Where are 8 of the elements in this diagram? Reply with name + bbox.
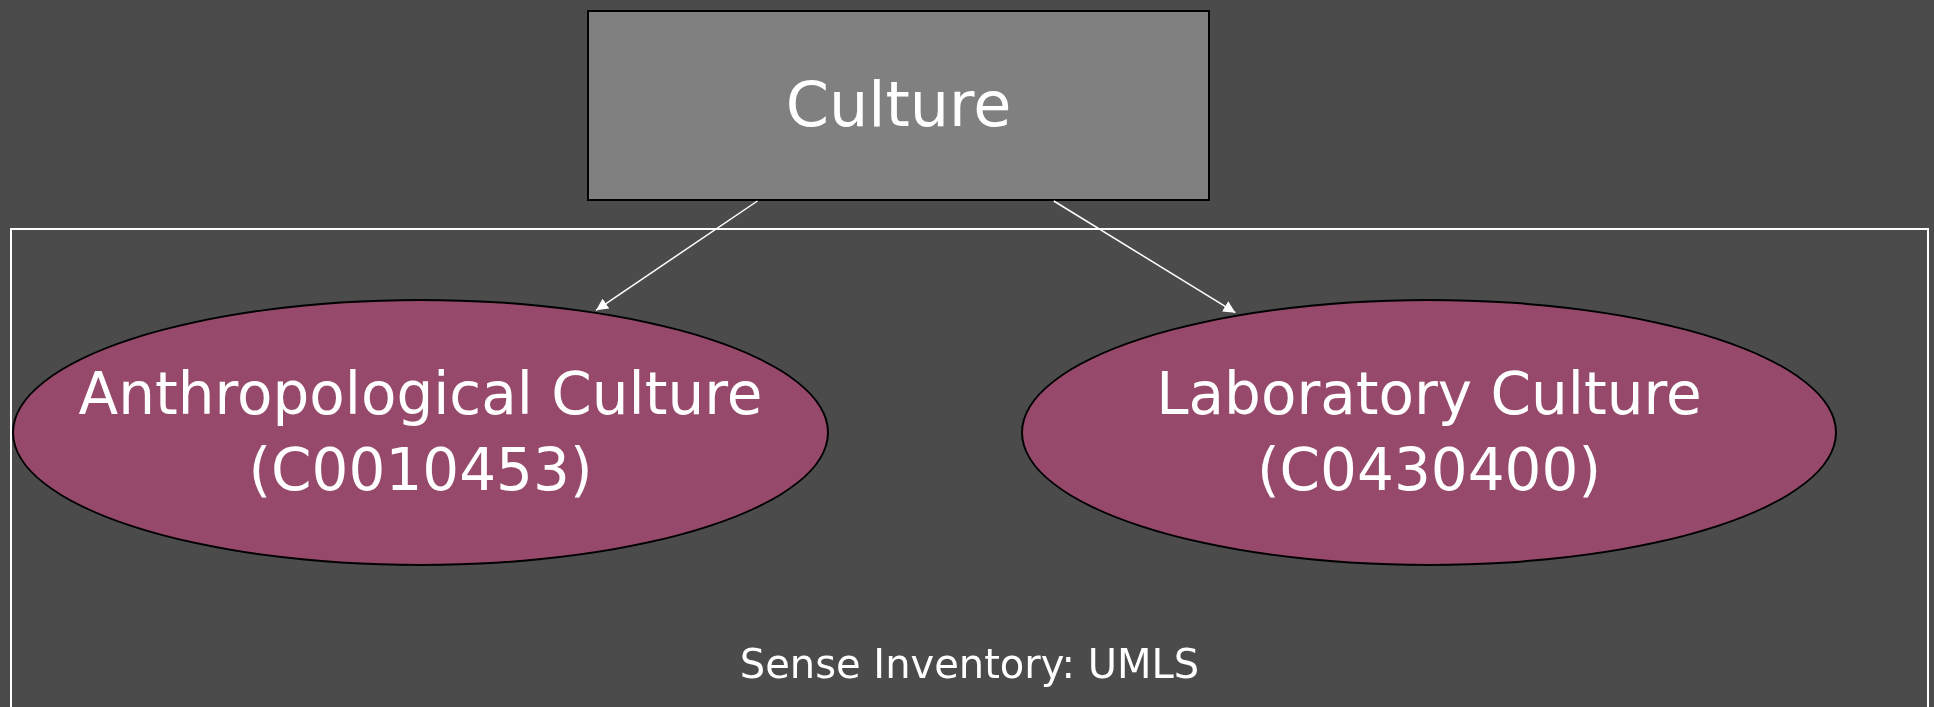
- cluster-label: Sense Inventory: UMLS: [738, 641, 1201, 687]
- node-label: Anthropological Culture (C0010453): [77, 359, 764, 506]
- arrow: [595, 200, 759, 311]
- arrow: [1053, 200, 1237, 314]
- node-label: Laboratory Culture (C0430400): [1155, 359, 1703, 506]
- cluster-frame: [10, 228, 1929, 707]
- node-label: Culture: [785, 67, 1012, 144]
- process-box: [587, 10, 1210, 201]
